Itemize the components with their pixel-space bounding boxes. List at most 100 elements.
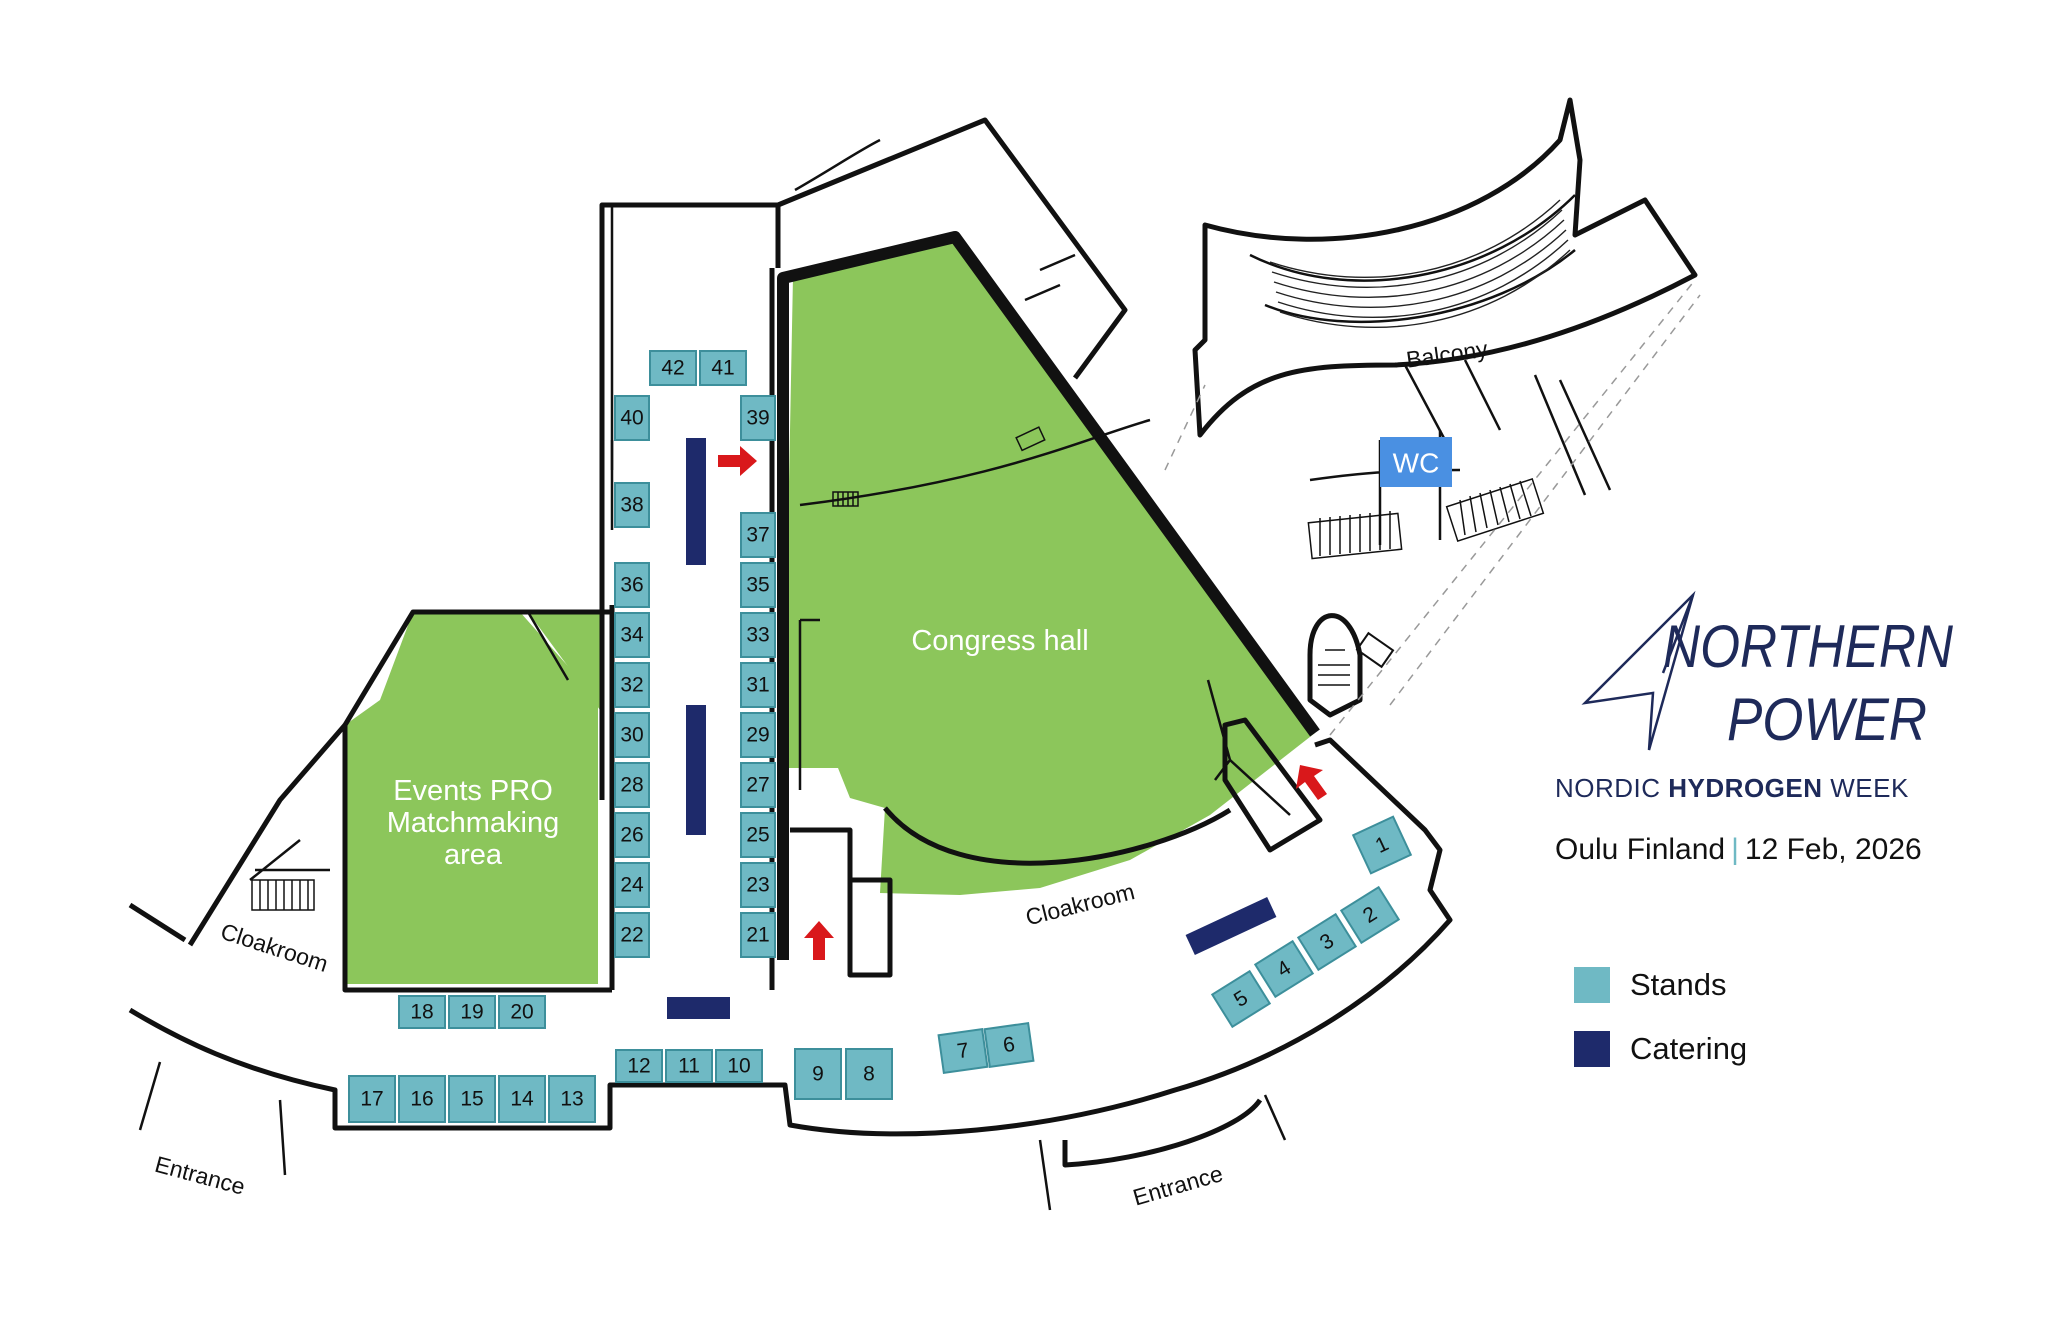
stand-box (614, 862, 650, 908)
stand-42: 42 (649, 350, 697, 386)
stand-box (614, 612, 650, 658)
direction-arrow (718, 446, 757, 476)
stand-number: 38 (620, 494, 643, 517)
catering-block (1185, 897, 1277, 955)
legend-item-stands: Stands (1574, 965, 1747, 1005)
stand-box (1296, 912, 1358, 972)
stand-box (614, 762, 650, 808)
stand-box (740, 912, 776, 958)
stand-number: 33 (746, 624, 769, 647)
stand-box (740, 562, 776, 608)
stand-number: 20 (510, 1001, 533, 1024)
stand-21: 21 (740, 912, 776, 958)
stand-box (740, 612, 776, 658)
stand-box (348, 1075, 396, 1123)
stand-number: 31 (746, 674, 769, 697)
stand-18: 18 (398, 995, 446, 1029)
stand-16: 16 (398, 1075, 446, 1123)
stand-number: 22 (620, 924, 643, 947)
event-location: Oulu Finland (1555, 833, 1726, 866)
legend-label-stands: Stands (1630, 967, 1727, 1002)
stand-number: 27 (746, 774, 769, 797)
stand-number: 6 (1002, 1033, 1017, 1057)
stand-box (665, 1049, 713, 1083)
stand-box (740, 812, 776, 858)
stand-4: 4 (1253, 939, 1315, 999)
stand-14: 14 (498, 1075, 546, 1123)
matchmaking-label-line2: Matchmaking (387, 807, 559, 839)
wc-badge (1380, 437, 1452, 487)
stand-box (614, 912, 650, 958)
stand-box (615, 1049, 663, 1083)
stand-23: 23 (740, 862, 776, 908)
stand-number: 36 (620, 574, 643, 597)
logo-line2: POWER (1727, 686, 1927, 753)
stand-38: 38 (614, 482, 650, 528)
stand-32: 32 (614, 662, 650, 708)
stand-17: 17 (348, 1075, 396, 1123)
stand-box (398, 995, 446, 1029)
stand-22: 22 (614, 912, 650, 958)
event-separator: | (1731, 833, 1739, 866)
stand-number: 39 (746, 407, 769, 430)
stand-number: 14 (510, 1088, 534, 1111)
catering-block (686, 705, 706, 835)
stand-number: 18 (410, 1001, 433, 1024)
legend-item-catering: Catering (1574, 1029, 1747, 1069)
stand-number: 11 (678, 1055, 700, 1078)
stand-11: 11 (665, 1049, 713, 1083)
stand-number: 17 (360, 1088, 383, 1111)
stand-box (498, 1075, 546, 1123)
wc-label: WC (1393, 448, 1440, 479)
stand-number: 23 (746, 874, 769, 897)
event-info: Oulu Finland|12 Feb, 2026 (1555, 833, 1922, 867)
entrance-label-left: Entrance (152, 1151, 248, 1200)
matchmaking-label-line3: area (444, 839, 503, 871)
stand-number: 8 (863, 1063, 875, 1086)
stand-number: 41 (711, 357, 734, 380)
stand-box (983, 1021, 1035, 1069)
catering-block (686, 438, 706, 565)
stand-box (448, 1075, 496, 1123)
stand-33: 33 (740, 612, 776, 658)
congress-hall-label: Congress hall (911, 625, 1088, 657)
stand-number: 37 (746, 524, 769, 547)
northern-power-logo: NORTHERN POWER (1581, 590, 1954, 753)
stand-box (614, 712, 650, 758)
stand-35: 35 (740, 562, 776, 608)
stand-5: 5 (1210, 969, 1272, 1029)
brand-sub-week: WEEK (1822, 773, 1909, 803)
stand-number: 34 (620, 624, 644, 647)
stand-6: 6 (983, 1021, 1035, 1069)
stand-9: 9 (794, 1048, 842, 1100)
stand-19: 19 (448, 995, 496, 1029)
stand-box (614, 482, 650, 528)
stand-box (448, 995, 496, 1029)
matchmaking-side-area (528, 612, 600, 710)
stand-number: 7 (956, 1039, 971, 1063)
stand-number: 16 (410, 1088, 433, 1111)
stand-number: 9 (812, 1063, 824, 1086)
stand-number: 35 (746, 574, 769, 597)
direction-arrow (1296, 765, 1327, 800)
stand-box (845, 1048, 893, 1100)
stand-number: 40 (620, 407, 643, 430)
stand-number: 32 (620, 674, 643, 697)
legend: Stands Catering (1574, 965, 1747, 1093)
stand-34: 34 (614, 612, 650, 658)
stand-7: 7 (937, 1027, 989, 1075)
stand-31: 31 (740, 662, 776, 708)
stand-box (715, 1049, 763, 1083)
stands-swatch (1574, 967, 1610, 1003)
stand-15: 15 (448, 1075, 496, 1123)
stand-25: 25 (740, 812, 776, 858)
stand-number: 10 (727, 1055, 750, 1078)
stand-10: 10 (715, 1049, 763, 1083)
stand-number: 28 (620, 774, 643, 797)
stand-number: 24 (620, 874, 644, 897)
stand-box (614, 395, 650, 441)
stand-24: 24 (614, 862, 650, 908)
stand-number: 42 (661, 357, 684, 380)
stand-box (740, 762, 776, 808)
